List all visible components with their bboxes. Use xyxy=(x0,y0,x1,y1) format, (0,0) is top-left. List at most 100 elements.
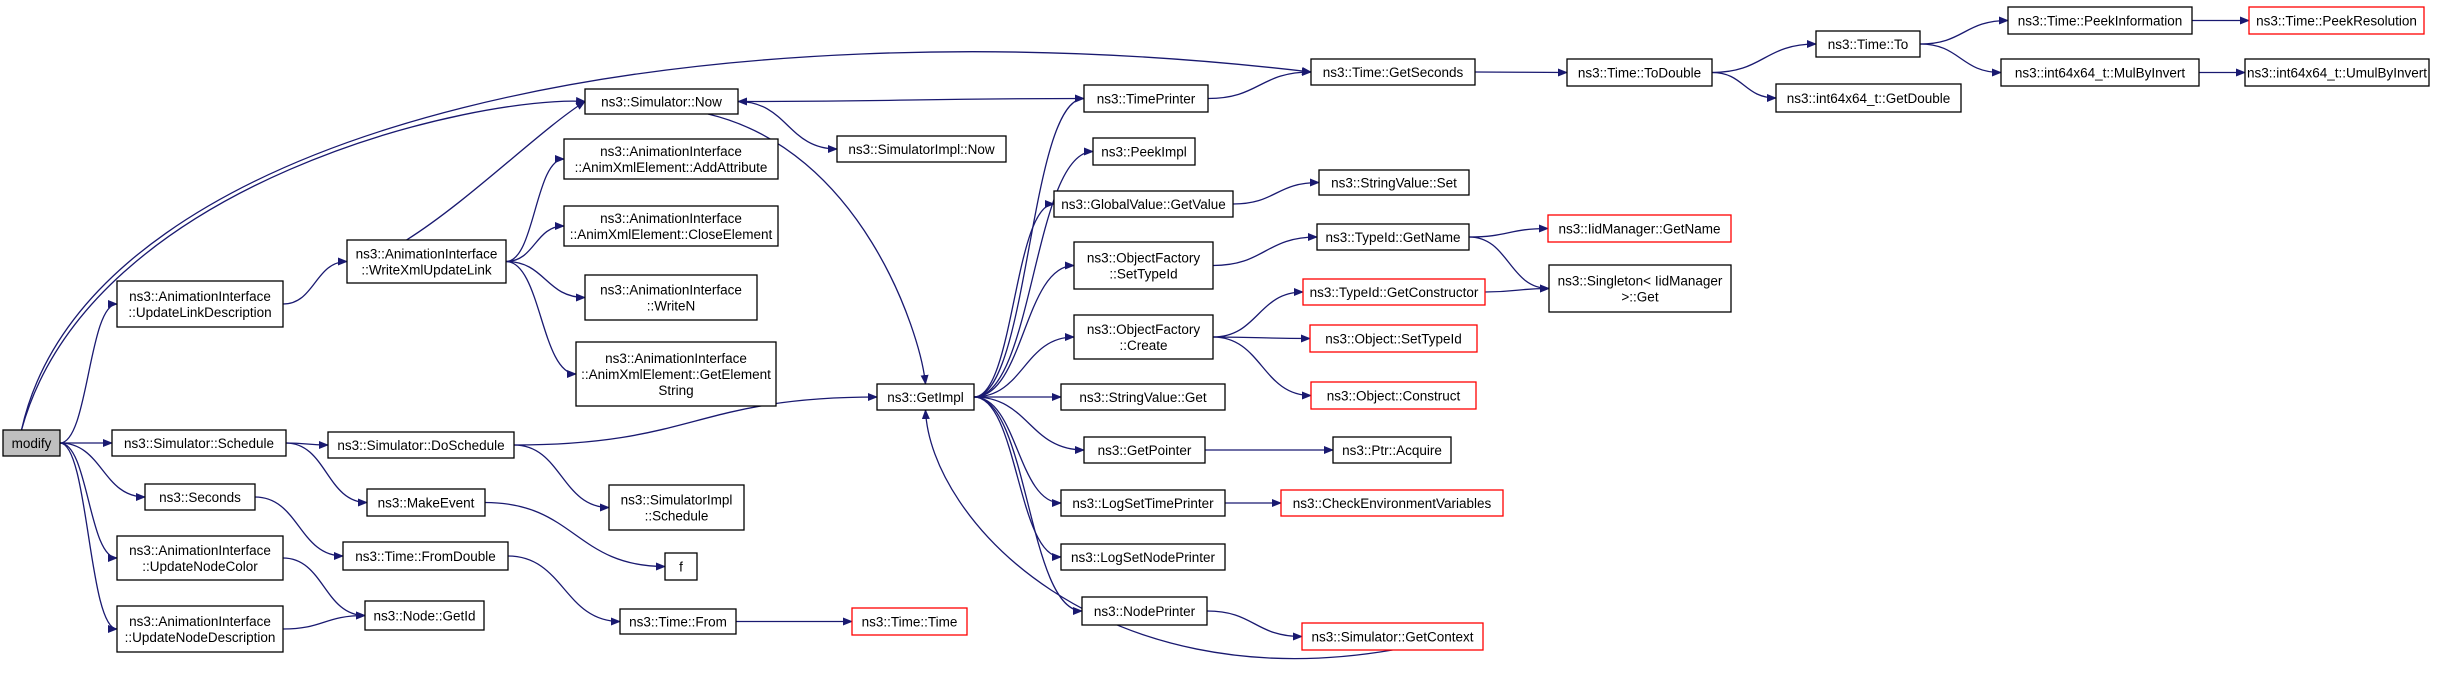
node-box[interactable] xyxy=(1548,264,1732,313)
node-time-to[interactable]: ns3::Time::To xyxy=(1815,30,1921,58)
node-make-event[interactable]: ns3::MakeEvent xyxy=(366,488,486,517)
node-box[interactable] xyxy=(1302,278,1486,306)
node-box[interactable] xyxy=(1073,314,1214,360)
node-simulator-getcontext[interactable]: ns3::Simulator::GetContext xyxy=(1301,622,1484,651)
node-box[interactable] xyxy=(619,608,737,635)
node-logsetnodeprinter[interactable]: ns3::LogSetNodePrinter xyxy=(1060,543,1226,571)
node-box[interactable] xyxy=(1316,223,1470,251)
node-box[interactable] xyxy=(1566,58,1713,87)
node-box[interactable] xyxy=(327,431,515,459)
node-time-peekresolution[interactable]: ns3::Time::PeekResolution xyxy=(2248,6,2425,35)
node-box[interactable] xyxy=(876,383,975,411)
node-box[interactable] xyxy=(116,280,284,328)
node-box[interactable] xyxy=(1815,30,1921,58)
node-object-construct[interactable]: ns3::Object::Construct xyxy=(1310,381,1477,410)
node-time-printer[interactable]: ns3::TimePrinter xyxy=(1083,84,1209,113)
node-ptr-acquire[interactable]: ns3::Ptr::Acquire xyxy=(1332,436,1452,464)
node-box[interactable] xyxy=(111,429,287,457)
node-animxml-addattribute[interactable]: ns3::AnimationInterface::AnimXmlElement:… xyxy=(563,138,779,180)
node-box[interactable] xyxy=(2007,6,2193,35)
node-box[interactable] xyxy=(1318,169,1470,196)
node-box[interactable] xyxy=(1310,58,1476,86)
node-simulator-schedule[interactable]: ns3::Simulator::Schedule xyxy=(111,429,287,457)
node-globalvalue-getvalue[interactable]: ns3::GlobalValue::GetValue xyxy=(1053,190,1234,218)
node-box[interactable] xyxy=(1081,596,1208,626)
node-int64x64-getdouble[interactable]: ns3::int64x64_t::GetDouble xyxy=(1775,83,1962,113)
node-box[interactable] xyxy=(1092,137,1196,166)
node-modify[interactable]: modify xyxy=(2,429,61,457)
node-stringvalue-get[interactable]: ns3::StringValue::Get xyxy=(1060,383,1226,411)
node-box[interactable] xyxy=(563,205,779,247)
node-getimpl[interactable]: ns3::GetImpl xyxy=(876,383,975,411)
node-object-settypeid[interactable]: ns3::Object::SetTypeId xyxy=(1309,324,1478,353)
node-box[interactable] xyxy=(116,605,284,653)
node-time-time[interactable]: ns3::Time::Time xyxy=(851,607,968,636)
node-simulatorimpl-schedule[interactable]: ns3::SimulatorImpl::Schedule xyxy=(608,484,745,531)
node-write-xml-update-link[interactable]: ns3::AnimationInterface::WriteXmlUpdateL… xyxy=(346,239,507,284)
node-time-from[interactable]: ns3::Time::From xyxy=(619,608,737,635)
node-f[interactable]: f xyxy=(664,552,698,581)
node-simulatorimpl-now[interactable]: ns3::SimulatorImpl::Now xyxy=(836,135,1007,163)
node-box[interactable] xyxy=(2,429,61,457)
node-box[interactable] xyxy=(1083,436,1206,464)
node-box[interactable] xyxy=(144,483,256,511)
node-box[interactable] xyxy=(1332,436,1452,464)
node-objectfactory-settypeid[interactable]: ns3::ObjectFactory::SetTypeId xyxy=(1073,241,1214,290)
node-box[interactable] xyxy=(608,484,745,531)
node-box[interactable] xyxy=(1060,383,1226,411)
node-box[interactable] xyxy=(584,88,739,115)
node-update-link-description[interactable]: ns3::AnimationInterface::UpdateLinkDescr… xyxy=(116,280,284,328)
node-box[interactable] xyxy=(1547,214,1732,243)
node-box[interactable] xyxy=(2244,58,2430,87)
node-box[interactable] xyxy=(1053,190,1234,218)
node-stringvalue-set[interactable]: ns3::StringValue::Set xyxy=(1318,169,1470,196)
node-logsettimeprinter[interactable]: ns3::LogSetTimePrinter xyxy=(1060,489,1226,517)
node-box[interactable] xyxy=(1775,83,1962,113)
node-box[interactable] xyxy=(2000,58,2200,87)
node-iidmanager-getname[interactable]: ns3::IidManager::GetName xyxy=(1547,214,1732,243)
node-box[interactable] xyxy=(1310,381,1477,410)
node-box[interactable] xyxy=(346,239,507,284)
node-update-node-color[interactable]: ns3::AnimationInterface::UpdateNodeColor xyxy=(116,535,284,581)
node-simulator-doschedule[interactable]: ns3::Simulator::DoSchedule xyxy=(327,431,515,459)
node-peekimpl[interactable]: ns3::PeekImpl xyxy=(1092,137,1196,166)
node-box[interactable] xyxy=(116,535,284,581)
node-time-fromdouble[interactable]: ns3::Time::FromDouble xyxy=(342,541,509,571)
node-write-n[interactable]: ns3::AnimationInterface::WriteN xyxy=(584,274,758,321)
node-time-getseconds[interactable]: ns3::Time::GetSeconds xyxy=(1310,58,1476,86)
node-box[interactable] xyxy=(836,135,1007,163)
node-box[interactable] xyxy=(366,488,486,517)
node-simulator-now[interactable]: ns3::Simulator::Now xyxy=(584,88,739,115)
node-box[interactable] xyxy=(1073,241,1214,290)
node-box[interactable] xyxy=(1083,84,1209,113)
node-singleton-get[interactable]: ns3::Singleton< IidManager >::Get xyxy=(1548,264,1732,313)
node-time-peekinformation[interactable]: ns3::Time::PeekInformation xyxy=(2007,6,2193,35)
node-box[interactable] xyxy=(584,274,758,321)
node-box[interactable] xyxy=(1301,622,1484,651)
node-box[interactable] xyxy=(1309,324,1478,353)
node-box[interactable] xyxy=(1280,489,1504,517)
node-nodeprinter[interactable]: ns3::NodePrinter xyxy=(1081,596,1208,626)
node-check-environment-variables[interactable]: ns3::CheckEnvironmentVariables xyxy=(1280,489,1504,517)
node-box[interactable] xyxy=(664,552,698,581)
node-objectfactory-create[interactable]: ns3::ObjectFactory::Create xyxy=(1073,314,1214,360)
node-box[interactable] xyxy=(1060,543,1226,571)
node-int64x64-umulbyinvert[interactable]: ns3::int64x64_t::UmulByInvert xyxy=(2244,58,2430,87)
node-getpointer[interactable]: ns3::GetPointer xyxy=(1083,436,1206,464)
node-time-todouble[interactable]: ns3::Time::ToDouble xyxy=(1566,58,1713,87)
node-seconds[interactable]: ns3::Seconds xyxy=(144,483,256,511)
node-int64x64-mulbyinvert[interactable]: ns3::int64x64_t::MulByInvert xyxy=(2000,58,2200,87)
node-update-node-description[interactable]: ns3::AnimationInterface::UpdateNodeDescr… xyxy=(116,605,284,653)
node-box[interactable] xyxy=(342,541,509,571)
node-typeid-getconstructor[interactable]: ns3::TypeId::GetConstructor xyxy=(1302,278,1486,306)
node-box[interactable] xyxy=(851,607,968,636)
node-box[interactable] xyxy=(575,341,777,407)
node-box[interactable] xyxy=(563,138,779,180)
node-box[interactable] xyxy=(2248,6,2425,35)
node-animxml-getelementstring[interactable]: ns3::AnimationInterface::AnimXmlElement:… xyxy=(575,341,777,407)
node-node-getid[interactable]: ns3::Node::GetId xyxy=(364,600,485,631)
node-box[interactable] xyxy=(1060,489,1226,517)
node-box[interactable] xyxy=(364,600,485,631)
node-typeid-getname[interactable]: ns3::TypeId::GetName xyxy=(1316,223,1470,251)
node-animxml-closeelement[interactable]: ns3::AnimationInterface::AnimXmlElement:… xyxy=(563,205,779,247)
